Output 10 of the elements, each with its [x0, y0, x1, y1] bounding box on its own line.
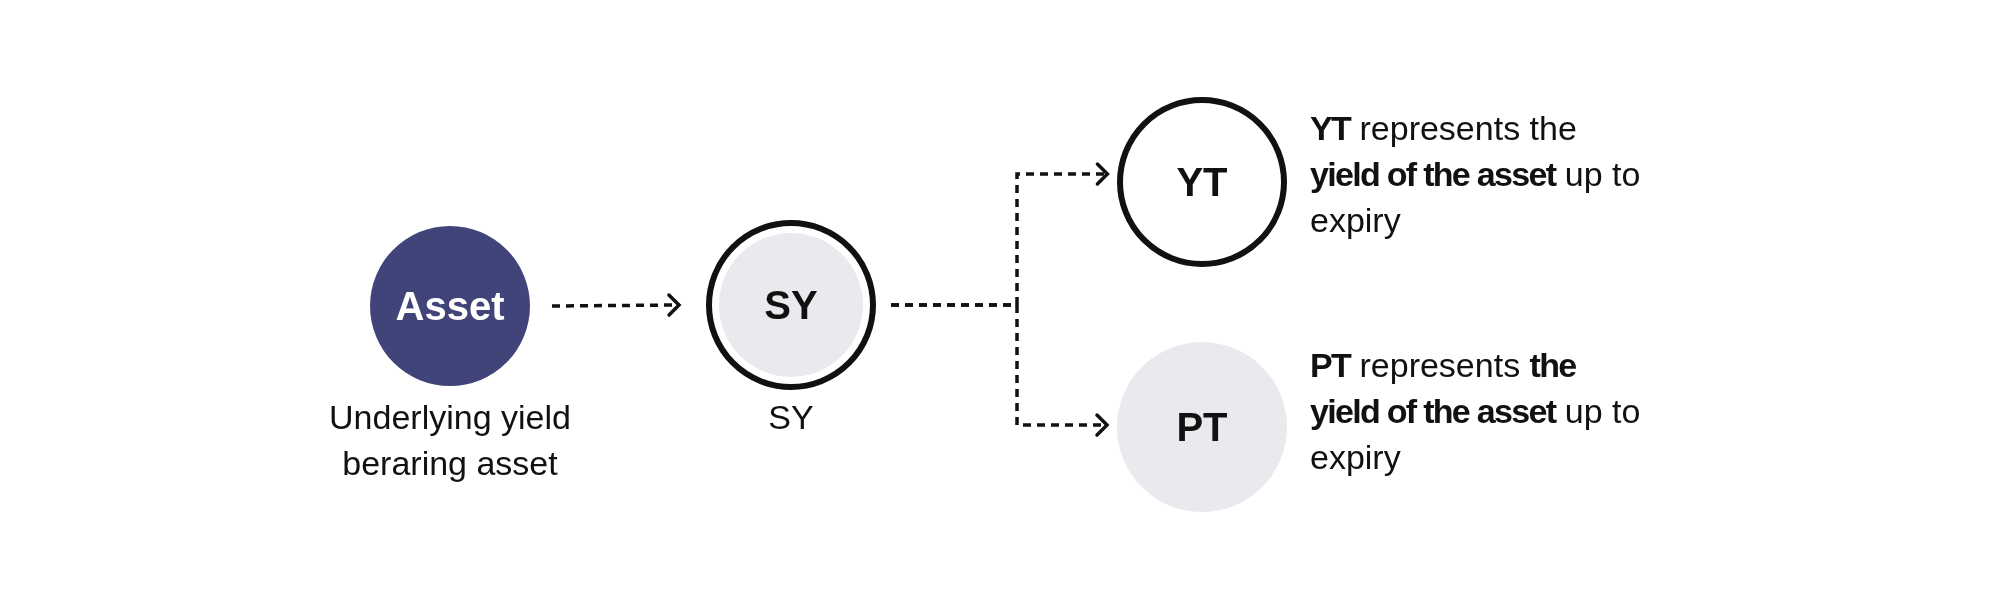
description-text: YT represents the yield of the asset up to expiry: [1310, 108, 1642, 241]
description-text: PT represents the yield of the asset up to expiry: [1310, 345, 1642, 478]
node-caption: SY: [767, 397, 815, 438]
dashed-connector-arrow: [891, 303, 1109, 437]
dashed-connector-arrow: [552, 293, 681, 317]
node-label: YT: [1176, 162, 1228, 202]
node-caption: Underlying yield beraring asset: [328, 397, 572, 484]
node-label: Asset: [395, 286, 505, 326]
node-label: SY: [764, 285, 818, 325]
node-label: PT: [1176, 407, 1228, 447]
